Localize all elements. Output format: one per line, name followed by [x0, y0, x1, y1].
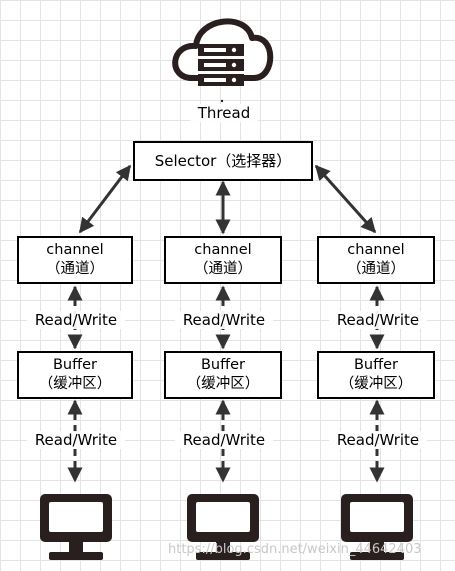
selector-box: Selector（选择器）	[133, 141, 313, 181]
buffer-title: Buffer	[353, 357, 398, 373]
monitor-icon	[187, 494, 259, 560]
channel-title: channel	[194, 242, 252, 258]
read-write-label: Read/Write	[175, 311, 273, 329]
buffer-subtitle: （缓冲区）	[38, 376, 112, 392]
channel-title: channel	[347, 242, 405, 258]
buffer-subtitle: （缓冲区）	[186, 376, 260, 392]
thread-label: Thread	[190, 104, 258, 122]
watermark-text: https://blog.csdn.net/weixin_44642403	[168, 542, 422, 557]
read-write-label: Read/Write	[27, 431, 125, 449]
buffer-box: Buffer （缓冲区）	[164, 351, 282, 399]
channel-subtitle: （通道）	[347, 261, 405, 277]
buffer-box: Buffer （缓冲区）	[17, 351, 133, 399]
monitor-icon	[40, 494, 112, 560]
channel-box: channel （通道）	[317, 236, 435, 284]
buffer-subtitle: （缓冲区）	[339, 376, 413, 392]
channel-subtitle: （通道）	[194, 261, 252, 277]
channel-title: channel	[46, 242, 104, 258]
read-write-label: Read/Write	[175, 431, 273, 449]
buffer-title: Buffer	[52, 357, 97, 373]
buffer-box: Buffer （缓冲区）	[317, 351, 435, 399]
buffer-title: Buffer	[200, 357, 245, 373]
selector-label: Selector（选择器）	[154, 151, 292, 170]
cloud-server-icon	[172, 18, 274, 103]
read-write-label: Read/Write	[329, 431, 427, 449]
channel-box: channel （通道）	[17, 236, 133, 284]
arrow-selector-channel-1	[78, 164, 132, 234]
arrow-selector-channel-3	[314, 164, 377, 234]
monitor-icon	[341, 494, 413, 560]
channel-subtitle: （通道）	[46, 261, 104, 277]
channel-box: channel （通道）	[164, 236, 282, 284]
read-write-label: Read/Write	[329, 311, 427, 329]
read-write-label: Read/Write	[27, 311, 125, 329]
